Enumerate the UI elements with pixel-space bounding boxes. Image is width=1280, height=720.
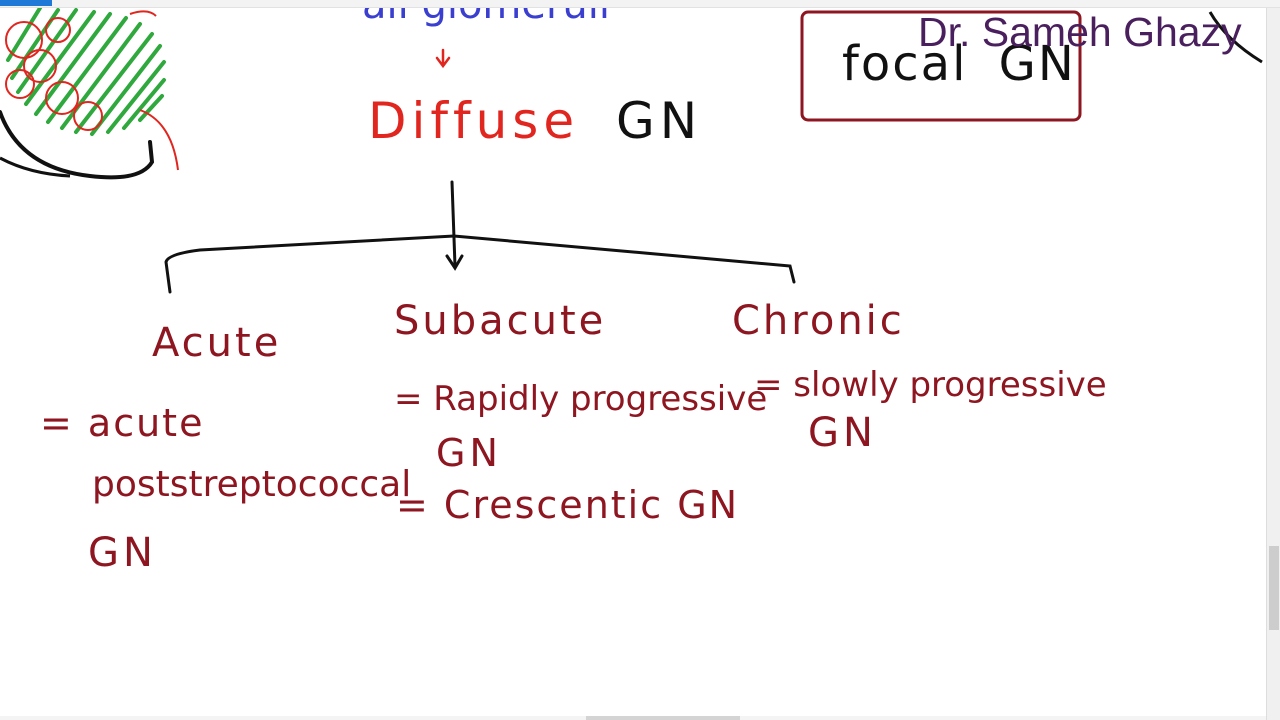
root-label: Diffuse GN	[368, 92, 702, 150]
branch-subacute: Subacute = Rapidly progressive GN = Cres…	[394, 298, 767, 527]
branch-acute-line-2: poststreptococcal	[92, 464, 411, 505]
svg-text:focal GN: focal GN	[842, 36, 1076, 92]
whiteboard-canvas[interactable]: all glomeruli Diffuse GN focal GN Acute …	[0, 8, 1266, 718]
horizontal-scrollbar-thumb[interactable]	[586, 716, 740, 720]
branch-acute-line-1: = acute	[40, 401, 204, 445]
focal-gn-box: focal GN	[800, 10, 1082, 122]
focal-gn-label-focal: focal	[842, 36, 967, 92]
watermark-author: Dr. Sameh Ghazy	[918, 9, 1242, 55]
horizontal-scrollbar[interactable]	[0, 716, 1266, 720]
glomerulus-drawing	[0, 8, 179, 180]
root-label-diffuse: Diffuse	[368, 92, 579, 150]
branch-subacute-line-2: GN	[436, 431, 502, 475]
branch-acute-line-3: GN	[88, 530, 157, 576]
branch-subacute-title: Subacute	[394, 298, 606, 344]
branch-chronic-title: Chronic	[732, 298, 905, 344]
top-toolbar	[0, 0, 1280, 8]
branch-acute: Acute = acute poststreptococcal GN	[40, 320, 411, 576]
branch-chronic: Chronic = slowly progressive GN	[732, 298, 1107, 456]
vertical-scrollbar-thumb[interactable]	[1269, 546, 1279, 630]
branch-acute-title: Acute	[152, 320, 281, 366]
vertical-scrollbar[interactable]	[1266, 8, 1280, 720]
branch-subacute-line-3: = Crescentic GN	[396, 483, 739, 527]
tree-connectors	[164, 180, 796, 294]
down-arrow-small-icon	[435, 48, 451, 69]
root-label-gn: GN	[616, 92, 702, 150]
branch-subacute-line-1: = Rapidly progressive	[394, 379, 767, 419]
branch-chronic-line-1: = slowly progressive	[754, 365, 1107, 405]
partial-blue-caption: all glomeruli	[362, 8, 610, 28]
partial-arc-drawing	[1208, 11, 1263, 64]
branch-chronic-line-2: GN	[808, 410, 877, 456]
focal-gn-label-gn: GN	[999, 36, 1076, 92]
toolbar-accent-tab[interactable]	[0, 0, 52, 6]
